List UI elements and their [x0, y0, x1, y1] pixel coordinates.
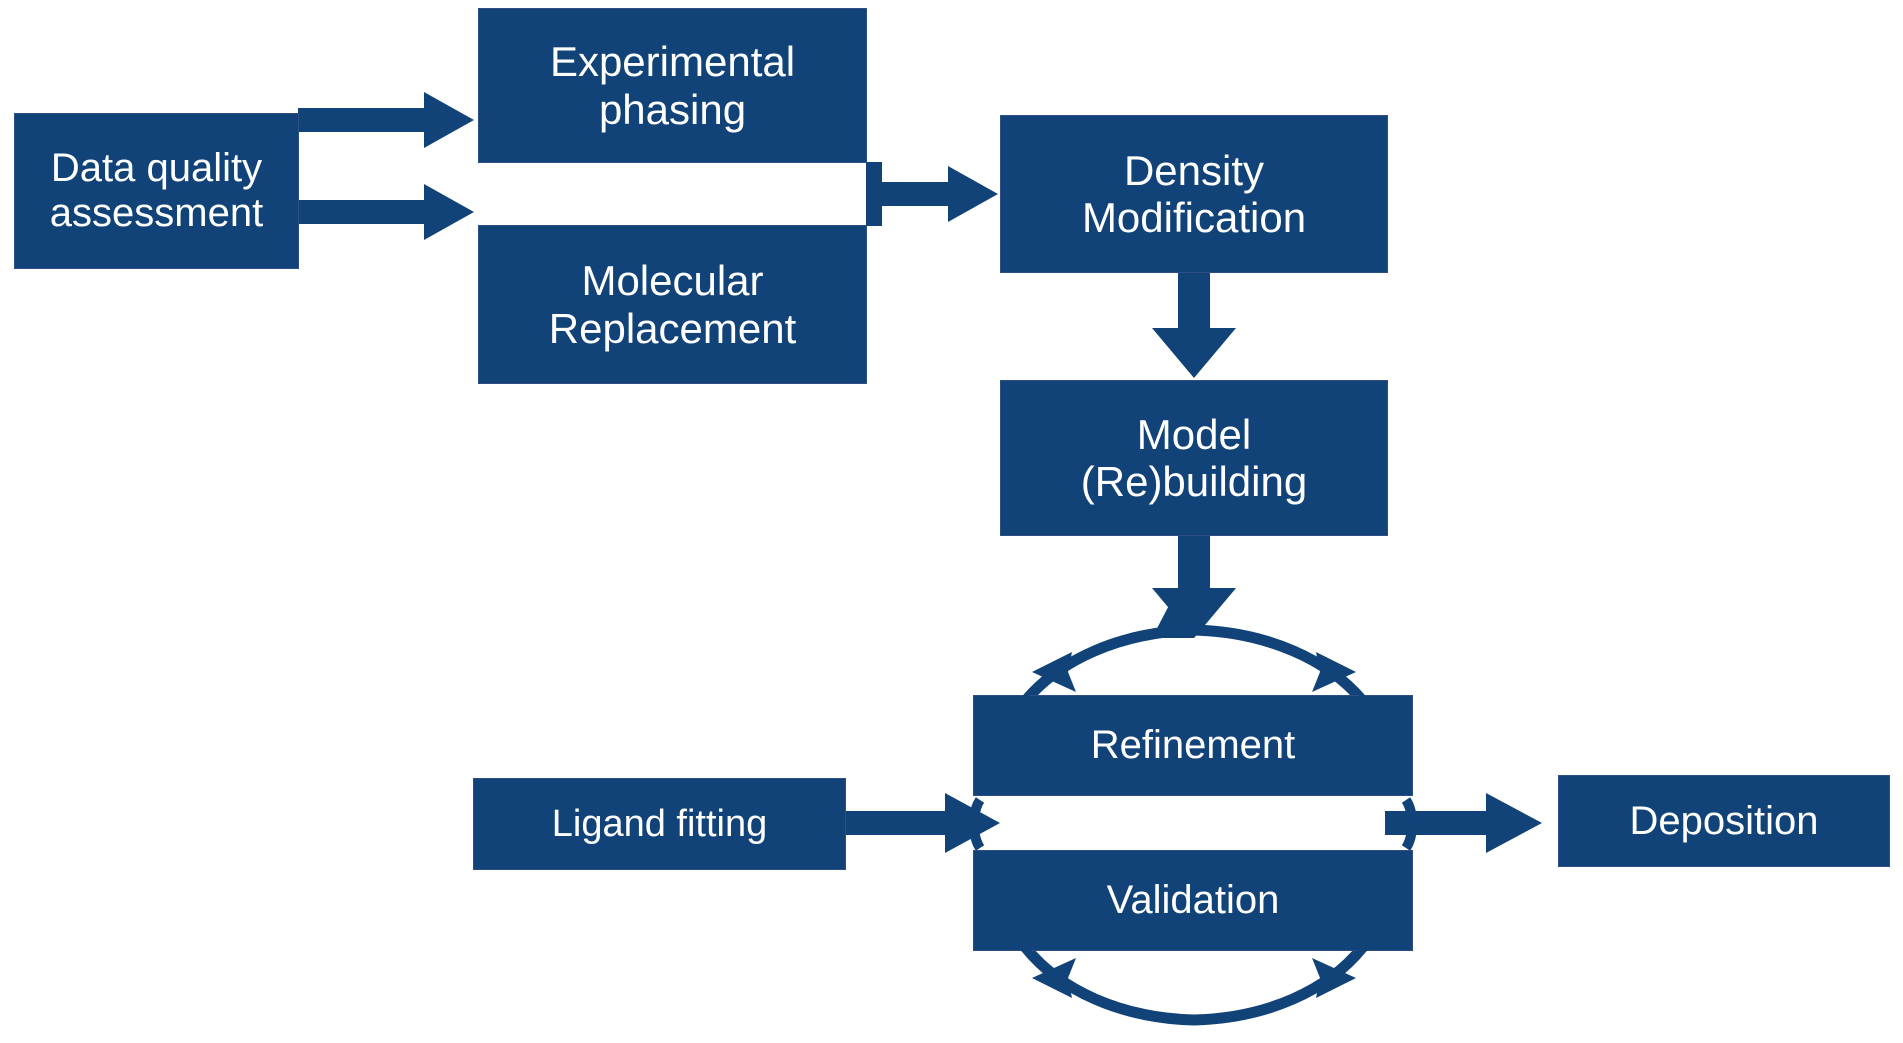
node-data-quality-assessment[interactable]: Data quality assessment: [14, 113, 299, 269]
cycle-arc-top-right: [1188, 624, 1368, 706]
arrow-density-to-model: [1152, 272, 1236, 378]
node-deposition[interactable]: Deposition: [1558, 775, 1890, 867]
node-ligand-fitting[interactable]: Ligand fitting: [473, 778, 846, 870]
cycle-arc-bottom-left: [1020, 942, 1200, 1026]
arrow-phasing-to-density: [866, 166, 998, 222]
node-experimental-phasing[interactable]: Experimental phasing: [478, 8, 867, 163]
node-label: Deposition: [1629, 798, 1819, 843]
node-label: Experimental phasing: [549, 38, 796, 133]
node-label: Data quality assessment: [49, 146, 264, 235]
arrow-validation-to-deposition: [1385, 793, 1542, 853]
cycle-side-rails: [969, 797, 1417, 851]
arrow-ligandfitting-to-refinement: [845, 793, 1000, 853]
arrow-dataquality-to-expphasing: [298, 92, 474, 148]
node-refinement[interactable]: Refinement: [973, 695, 1413, 796]
node-density-modification[interactable]: Density Modification: [1000, 115, 1388, 273]
node-label: Refinement: [1090, 723, 1296, 768]
node-label: Validation: [1106, 878, 1280, 923]
node-label: Density Modification: [1081, 146, 1307, 241]
node-model-rebuilding[interactable]: Model (Re)building: [1000, 380, 1388, 536]
arrow-dataquality-to-molrep: [298, 184, 474, 240]
node-validation[interactable]: Validation: [973, 850, 1413, 951]
cycle-arc-bottom-right: [1188, 942, 1368, 1026]
node-molecular-replacement[interactable]: Molecular Replacement: [478, 225, 867, 384]
node-label: Ligand fitting: [551, 802, 768, 845]
cycle-arc-top-left: [1020, 624, 1200, 706]
node-label: Molecular Replacement: [548, 257, 797, 352]
arrow-model-to-refinement: [1152, 536, 1236, 638]
node-label: Model (Re)building: [1080, 410, 1308, 505]
